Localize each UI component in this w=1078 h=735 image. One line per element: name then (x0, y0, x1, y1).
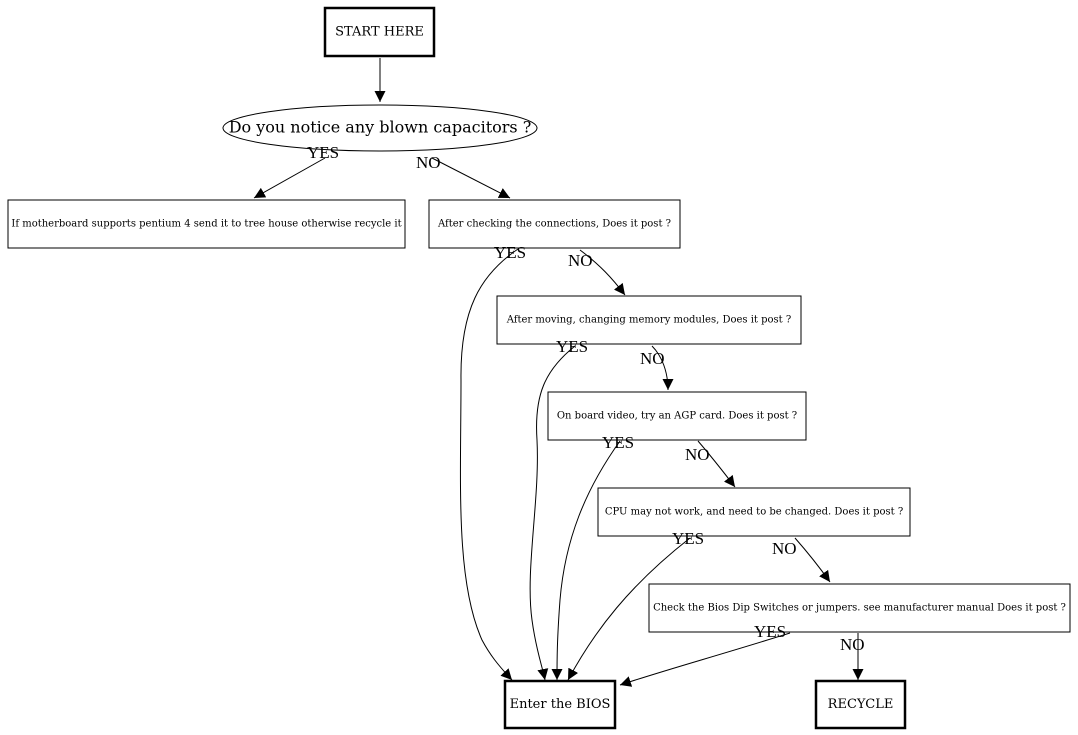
edge-cpu-yes (567, 537, 691, 681)
edge-cpu-no (794, 537, 831, 583)
start-node-box (323, 6, 436, 58)
bios-node: Enter the BIOS (510, 697, 611, 712)
edge-capacitors-no (431, 157, 511, 199)
video-node-box (547, 391, 807, 441)
label-capacitors-no: NO (416, 153, 441, 172)
label-cpu-no: NO (772, 539, 797, 558)
edge-video-no (697, 440, 736, 488)
start-node: START HERE (335, 25, 424, 40)
label-cpu-yes: YES (672, 529, 704, 548)
label-capacitors-yes: YES (307, 143, 339, 162)
memory-node: After moving, changing memory modules, D… (506, 315, 792, 326)
edge-video-yes (551, 440, 621, 681)
recycle-node: RECYCLE (828, 697, 894, 712)
pentium-node: If motherboard supports pentium 4 send i… (11, 219, 401, 230)
connections-node-box (428, 199, 681, 249)
edges (253, 58, 864, 687)
label-memory-no: NO (640, 349, 665, 368)
label-memory-yes: YES (556, 337, 588, 356)
cpu-node-box (597, 487, 911, 537)
edge-connections-no (579, 249, 626, 296)
capacitors-node-shape (222, 104, 538, 152)
cpu-node: CPU may not work, and need to be changed… (605, 507, 903, 518)
memory-node-box (496, 295, 802, 345)
connections-node: After checking the connections, Does it … (437, 219, 671, 230)
edge-labels: YES NO YES NO YES NO YES NO YES NO YES N… (307, 143, 865, 654)
bios-node-box (503, 679, 617, 730)
nodes: START HERE Do you notice any blown capac… (7, 6, 1071, 730)
bios-switch-node: Check the Bios Dip Switches or jumpers. … (653, 603, 1066, 614)
recycle-node-box (814, 679, 907, 730)
label-connections-no: NO (568, 251, 593, 270)
edge-bios-switch-yes (619, 632, 791, 687)
label-bios-switch-no: NO (840, 635, 865, 654)
edge-capacitors-yes (253, 157, 326, 199)
video-node: On board video, try an AGP card. Does it… (557, 411, 797, 422)
label-connections-yes: YES (494, 243, 526, 262)
edge-memory-yes (529, 345, 576, 681)
label-video-no: NO (685, 445, 710, 464)
label-video-yes: YES (602, 433, 634, 452)
label-bios-switch-yes: YES (754, 622, 786, 641)
edge-memory-no (651, 345, 674, 391)
pentium-node-box (7, 199, 406, 249)
edge-connections-yes (459, 248, 519, 681)
capacitors-node: Do you notice any blown capacitors ? (229, 118, 532, 137)
bios-switch-node-box (648, 583, 1071, 633)
